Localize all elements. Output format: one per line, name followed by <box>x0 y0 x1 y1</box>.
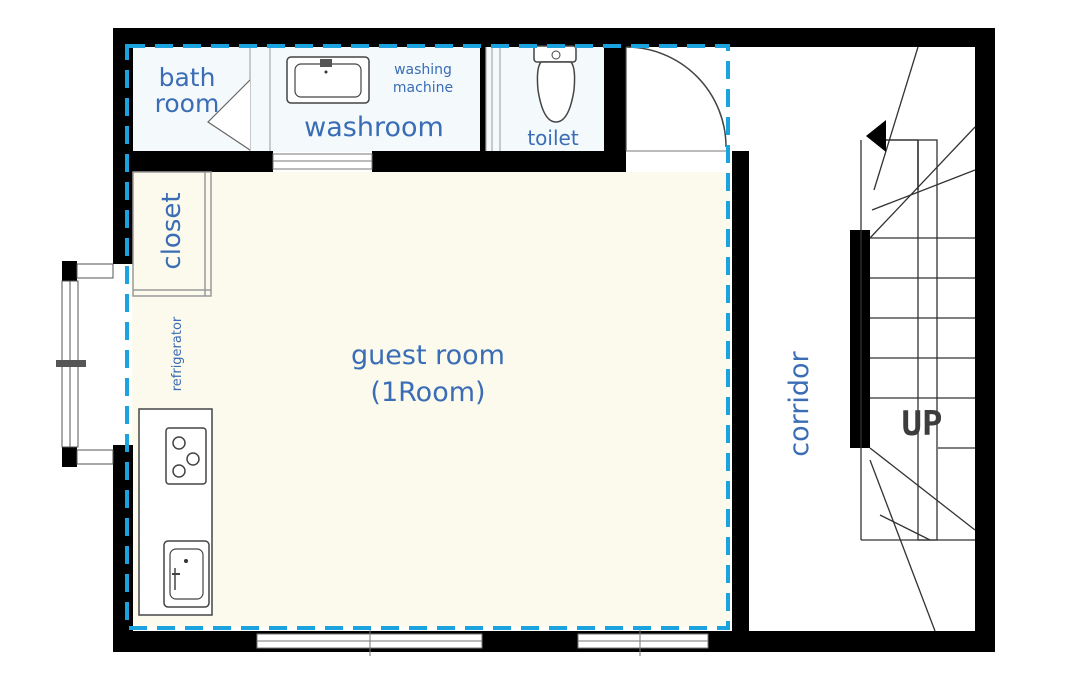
washing-machine-label-line1: washing <box>394 62 452 78</box>
windows <box>256 153 709 656</box>
staircase <box>860 46 976 632</box>
refrigerator-label: refrigerator <box>170 316 185 391</box>
bathroom-label-line2: room <box>155 89 220 118</box>
toilet-icon <box>533 45 577 123</box>
kitchen-sink-icon <box>163 540 210 608</box>
stairs-up-label: UP <box>902 404 943 444</box>
entry-door <box>625 46 730 152</box>
wet-area-partitions <box>249 47 501 151</box>
washing-machine-label-line2: machine <box>393 80 453 96</box>
guest-room-label-line1: guest room <box>351 340 505 371</box>
entry-floor <box>626 45 726 172</box>
kitchen-counter <box>138 408 213 616</box>
bay-window <box>56 261 114 467</box>
bathroom-door <box>207 79 251 151</box>
closet-label: closet <box>157 192 187 269</box>
guest-room-floor <box>132 172 730 627</box>
toilet-label: toilet <box>527 126 578 150</box>
stove-icon <box>165 427 207 485</box>
corridor-label: corridor <box>784 350 815 456</box>
bathroom-label-line1: bath <box>159 63 216 92</box>
wet-area-floor <box>132 45 610 152</box>
interior-walls <box>133 45 870 631</box>
washroom-sink-icon <box>286 56 370 104</box>
arrow-left-icon <box>866 120 886 152</box>
closet-unit <box>132 171 212 297</box>
guest-room-label-line2: (1Room) <box>370 377 485 408</box>
unit-boundary <box>125 44 730 630</box>
washroom-label: washroom <box>304 112 444 143</box>
